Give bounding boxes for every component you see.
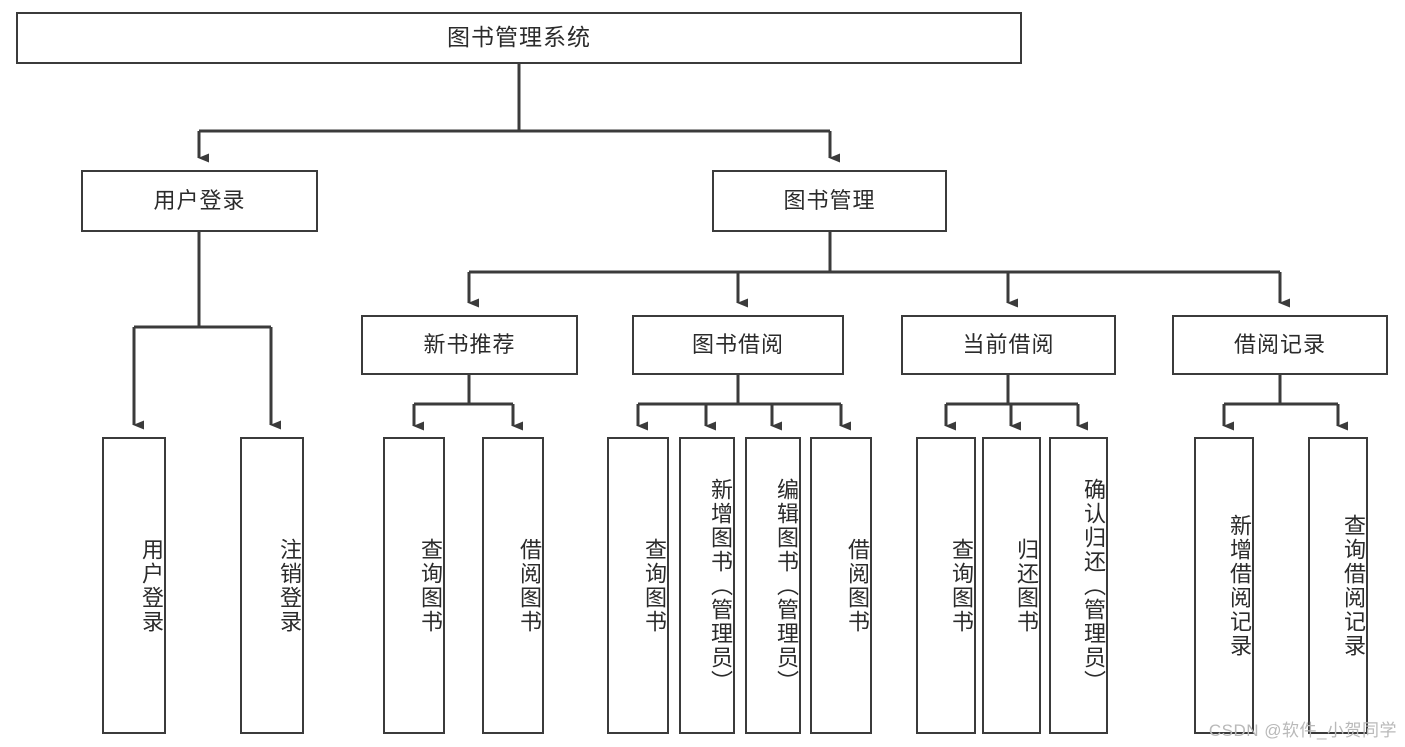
node-root-label: 图书管理系统 bbox=[447, 24, 591, 51]
node-borrow-record[interactable]: 借阅记录 bbox=[1172, 315, 1388, 375]
leaf-return-book[interactable]: 归还图书 bbox=[982, 437, 1041, 734]
leaf-add-book-label: 新增图书（管理员） bbox=[708, 477, 733, 694]
node-book-borrow[interactable]: 图书借阅 bbox=[632, 315, 844, 375]
leaf-query-book-2[interactable]: 查询图书 bbox=[607, 437, 669, 734]
node-current-borrow-label: 当前借阅 bbox=[962, 332, 1055, 358]
leaf-query-book-3[interactable]: 查询图书 bbox=[916, 437, 976, 734]
leaf-borrow-book-1[interactable]: 借阅图书 bbox=[482, 437, 544, 734]
leaf-query-book-1[interactable]: 查询图书 bbox=[383, 437, 445, 734]
node-book-borrow-label: 图书借阅 bbox=[691, 332, 784, 358]
leaf-query-book-1-label: 查询图书 bbox=[418, 537, 443, 634]
leaf-user-login[interactable]: 用户登录 bbox=[102, 437, 166, 734]
leaf-return-book-label: 归还图书 bbox=[1014, 537, 1039, 634]
node-new-book-recommend-label: 新书推荐 bbox=[423, 332, 516, 358]
node-current-borrow[interactable]: 当前借阅 bbox=[901, 315, 1116, 375]
leaf-user-login-label: 用户登录 bbox=[139, 537, 164, 634]
leaf-query-book-2-label: 查询图书 bbox=[642, 537, 667, 634]
leaf-borrow-book-2-label: 借阅图书 bbox=[845, 537, 870, 634]
node-user-login[interactable]: 用户登录 bbox=[81, 170, 318, 232]
leaf-confirm-return-label: 确认归还（管理员） bbox=[1081, 477, 1106, 694]
node-user-login-label: 用户登录 bbox=[153, 188, 246, 214]
node-new-book-recommend[interactable]: 新书推荐 bbox=[361, 315, 578, 375]
leaf-add-record[interactable]: 新增借阅记录 bbox=[1194, 437, 1254, 734]
leaf-add-record-label: 新增借阅记录 bbox=[1227, 513, 1252, 658]
leaf-confirm-return[interactable]: 确认归还（管理员） bbox=[1049, 437, 1108, 734]
watermark: CSDN @软件_小贺同学 bbox=[1208, 721, 1397, 740]
node-root[interactable]: 图书管理系统 bbox=[16, 12, 1022, 64]
leaf-query-book-3-label: 查询图书 bbox=[949, 537, 974, 634]
leaf-edit-book[interactable]: 编辑图书（管理员） bbox=[745, 437, 801, 734]
node-book-management-label: 图书管理 bbox=[783, 188, 876, 214]
leaf-logout-login-label: 注销登录 bbox=[277, 537, 302, 634]
leaf-borrow-book-1-label: 借阅图书 bbox=[517, 537, 542, 634]
leaf-borrow-book-2[interactable]: 借阅图书 bbox=[810, 437, 872, 734]
leaf-edit-book-label: 编辑图书（管理员） bbox=[774, 477, 799, 694]
node-borrow-record-label: 借阅记录 bbox=[1233, 332, 1326, 358]
node-book-management[interactable]: 图书管理 bbox=[712, 170, 947, 232]
leaf-logout-login[interactable]: 注销登录 bbox=[240, 437, 304, 734]
leaf-add-book[interactable]: 新增图书（管理员） bbox=[679, 437, 735, 734]
leaf-query-record-label: 查询借阅记录 bbox=[1341, 513, 1366, 658]
leaf-query-record[interactable]: 查询借阅记录 bbox=[1308, 437, 1368, 734]
